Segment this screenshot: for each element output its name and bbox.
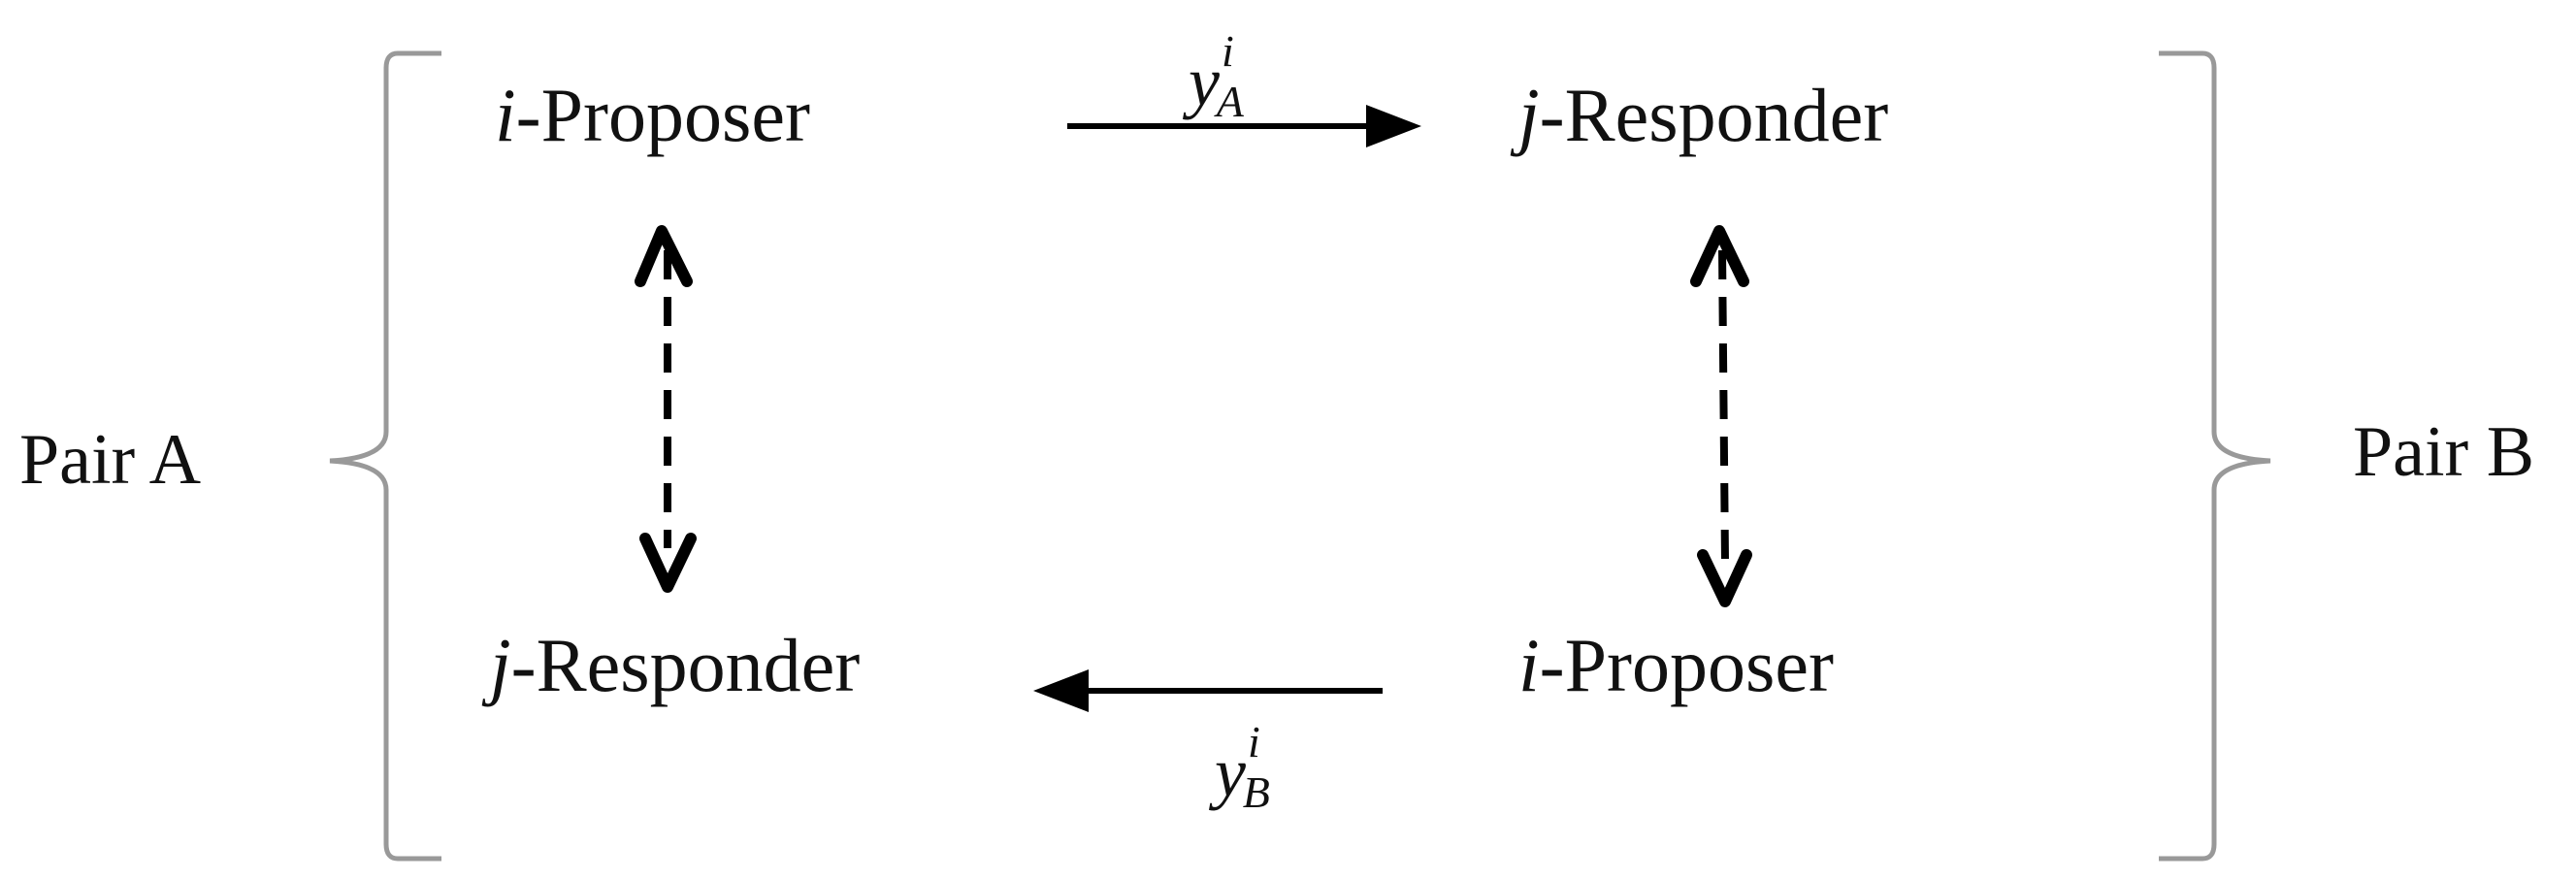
arrow-bottom-left [1033, 669, 1383, 712]
arrow-top-right [1067, 105, 1421, 147]
pair-a-brace [329, 50, 441, 862]
pair-b-label: Pair B [2353, 412, 2534, 492]
node-top-right-responder: j-Responder [1510, 73, 1888, 157]
pair-b-brace [2159, 50, 2271, 862]
node-role: -Responder [511, 623, 861, 707]
node-top-left-proposer: i-Proposer [495, 73, 810, 157]
node-variable: i [1518, 623, 1540, 707]
node-variable: j [481, 623, 511, 707]
node-role: -Responder [1540, 73, 1889, 157]
dashed-arrow-left [635, 225, 697, 593]
node-bottom-right-proposer: i-Proposer [1518, 623, 1834, 707]
node-variable: i [495, 73, 516, 157]
node-role: -Proposer [516, 73, 810, 157]
pair-a-label: Pair A [19, 420, 201, 500]
node-bottom-left-responder: j-Responder [481, 623, 860, 707]
node-variable: j [1510, 73, 1540, 157]
node-role: -Proposer [1540, 623, 1834, 707]
dashed-arrow-right [1690, 225, 1752, 607]
